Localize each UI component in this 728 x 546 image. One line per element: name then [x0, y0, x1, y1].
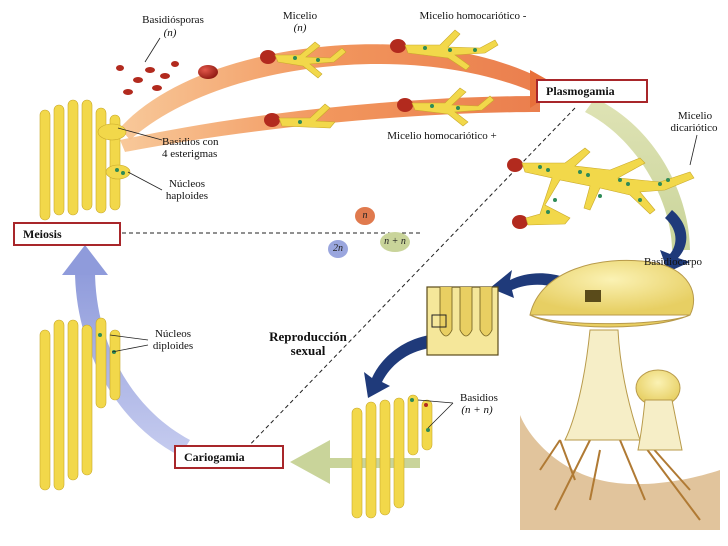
label-micelio-dicariotico-line1: Micelio [677, 110, 713, 122]
label-micelio: Micelio [282, 10, 318, 22]
label-basidios-4-line1: Basidios con [162, 136, 219, 148]
label-leader-lines [109, 37, 698, 429]
label-basidiocarpo: Basidiocarpo [643, 256, 703, 268]
label-basidiosporas-ploidy: (n) [163, 27, 177, 39]
gill-inset [426, 286, 499, 356]
mycelium-top [260, 29, 499, 129]
label-nucleos-haploides-line2: haploides [165, 190, 209, 202]
stage-plasmogamia: Plasmogamia [536, 79, 648, 103]
label-basidios-ploidy: (n + n) [461, 404, 493, 416]
label-micelio-homocariotico-minus: Micelio homocariótico - [419, 10, 527, 22]
basidiospore-group [116, 61, 218, 95]
diploid-nucleus-icon: 2n [328, 240, 348, 258]
stage-meiosis: Meiosis [13, 222, 121, 246]
label-nucleos-diploides-line1: Núcleos [154, 328, 192, 340]
basidia-cluster-bottom-left [39, 317, 121, 491]
label-nucleos-diploides-line2: diploides [152, 340, 194, 352]
mushroom-basidiocarp [520, 259, 720, 530]
stage-cariogamia: Cariogamia [174, 445, 284, 469]
dikaryon-nucleus-icon: n + n [380, 232, 410, 252]
label-nucleos-haploides-line1: Núcleos [168, 178, 206, 190]
label-basidiosporas: Basidiósporas [142, 14, 204, 26]
label-micelio-ploidy: (n) [293, 22, 307, 34]
haploid-nucleus-icon: n [355, 207, 375, 225]
label-micelio-dicariotico-line2: dicariótico [670, 122, 718, 134]
label-micelio-homocariotico-plus: Micelio homocariótico + [387, 130, 497, 142]
label-basidios-4-line2: 4 esterigmas [162, 148, 218, 160]
basidia-cluster-bottom-center [351, 394, 433, 519]
dikaryotic-mycelium [507, 147, 695, 229]
basidia-cluster-top-left [39, 99, 131, 221]
label-basidios: Basidios [460, 392, 498, 404]
label-reproduccion-line2: sexual [290, 343, 326, 358]
label-reproduccion-line1: Reproducción [269, 329, 347, 344]
